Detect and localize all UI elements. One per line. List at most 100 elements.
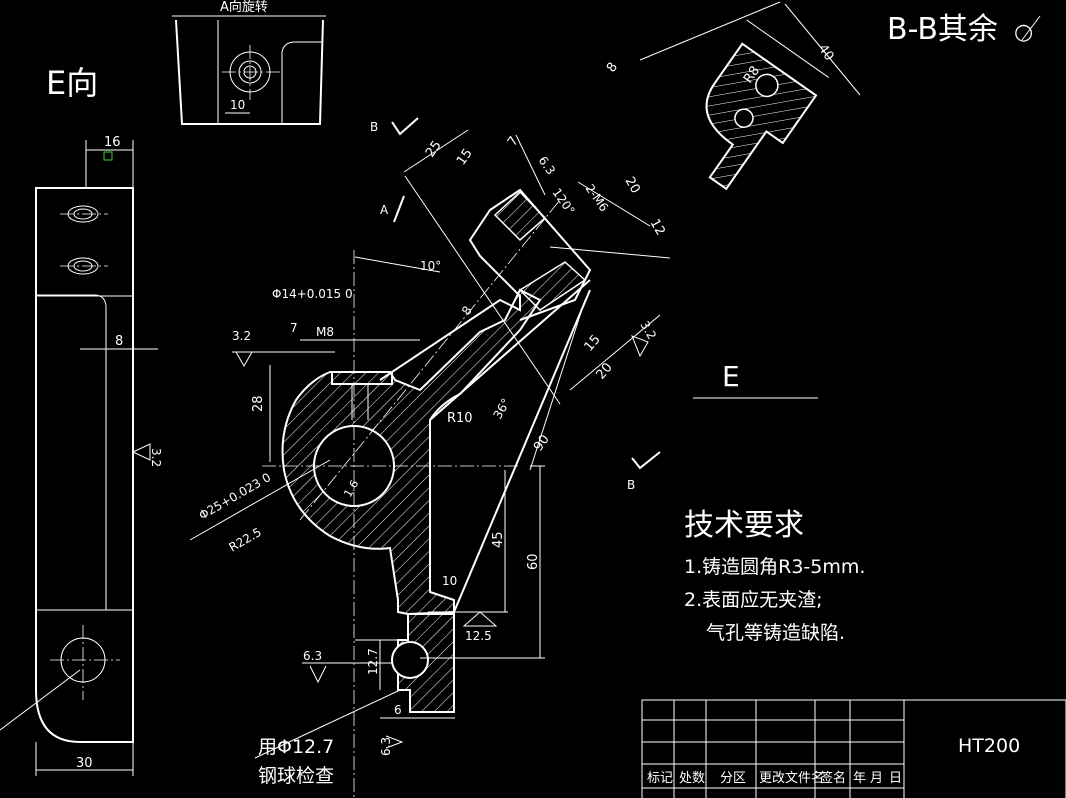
dim-120: 120° bbox=[550, 186, 578, 218]
a-view-outline bbox=[175, 19, 324, 125]
dim-12: 12 bbox=[647, 217, 668, 239]
section-title: B-B其余 bbox=[887, 12, 998, 47]
title-block: HT200 标记 处数 分区 更改文件名 签名 年 月 日 bbox=[641, 699, 1066, 798]
dim-15: 15 bbox=[454, 146, 476, 168]
ball-note-line1: 用Φ12.7 bbox=[258, 736, 334, 758]
dim-line bbox=[189, 459, 331, 541]
arm-head-hatch bbox=[518, 261, 587, 311]
section-hole bbox=[755, 73, 779, 98]
dim-10deg: 10° bbox=[420, 259, 441, 273]
dim-45: 45 bbox=[491, 531, 506, 548]
dim-8: 8 bbox=[115, 334, 123, 349]
arm-edge bbox=[429, 279, 591, 421]
roughness-tick bbox=[1021, 15, 1041, 41]
dim-10b: 10 bbox=[442, 574, 457, 588]
dim-36: 36° bbox=[490, 396, 513, 421]
dim-20-top: 20 bbox=[622, 175, 643, 197]
ball-note-line2: 钢球检查 bbox=[258, 765, 334, 787]
leader bbox=[254, 689, 401, 759]
tb-header: 签名 bbox=[820, 770, 846, 786]
view-arrow-line bbox=[393, 195, 405, 223]
tech-req-title: 技术要求 bbox=[684, 508, 804, 543]
dim-phi14: Φ14+0.015 0 bbox=[272, 287, 353, 301]
section-hole bbox=[734, 108, 754, 128]
tb-header: 处数 bbox=[679, 771, 705, 786]
dim-6-3-b: 6.3 bbox=[379, 737, 393, 756]
dim-line bbox=[639, 1, 781, 61]
e-view: E向 16 8 3.2 30 bbox=[0, 64, 163, 776]
dim-3-2-b: 3.2 bbox=[637, 319, 659, 343]
tapped-hole bbox=[351, 384, 369, 420]
section-hatch bbox=[705, 42, 818, 191]
e-view-inner-step bbox=[36, 294, 133, 611]
arm-edge bbox=[453, 289, 591, 613]
roughness-symbol bbox=[131, 443, 151, 461]
dim-20b: 20 bbox=[594, 360, 616, 382]
dim-r10: R10 bbox=[447, 411, 473, 426]
centerline bbox=[299, 199, 561, 521]
title-block-frame bbox=[641, 699, 1066, 798]
a-view-title: A向旋转 bbox=[220, 0, 268, 15]
dim-6: 6 bbox=[394, 703, 402, 717]
tb-header: 标记 bbox=[647, 771, 673, 786]
tech-req-item3: 气孔等铸造缺陷. bbox=[706, 622, 845, 644]
dim-60: 60 bbox=[526, 553, 541, 570]
tb-header: 更改文件名 bbox=[759, 770, 824, 786]
dim-7b: 7 bbox=[290, 321, 298, 335]
dim-16: 16 bbox=[104, 135, 121, 150]
leader bbox=[0, 669, 81, 731]
dim-7: 7 bbox=[505, 134, 522, 149]
section-mark-b: B bbox=[370, 120, 378, 134]
a-view-line bbox=[281, 41, 323, 124]
tech-req-item2: 2.表面应无夹渣; bbox=[684, 589, 823, 611]
tb-header: 日 bbox=[889, 771, 902, 786]
dim-30: 30 bbox=[76, 756, 93, 771]
body-section bbox=[281, 288, 542, 616]
dim-6-3-top: 6.3 bbox=[536, 154, 558, 178]
dim-15b: 15 bbox=[582, 332, 604, 354]
dim-m8: M8 bbox=[316, 325, 334, 339]
tech-req-item1: 1.铸造圆角R3-5mm. bbox=[684, 556, 865, 578]
material: HT200 bbox=[958, 735, 1020, 757]
section-b-b: B-B其余 ○ 8 40 R8 bbox=[604, 1, 1041, 191]
tb-header: 分区 bbox=[720, 771, 746, 786]
dim-12-7: 12.7 bbox=[366, 648, 380, 675]
a-view: A向旋转 10 bbox=[172, 0, 326, 125]
view-arrow-a: A bbox=[380, 203, 389, 217]
roughness-symbol bbox=[235, 351, 253, 368]
check-ball bbox=[391, 641, 429, 679]
tb-header: 月 bbox=[870, 771, 883, 786]
roughness-3-2: 3.2 bbox=[149, 448, 163, 467]
e-view-label-group: E bbox=[693, 360, 818, 399]
dim-90: 90 bbox=[531, 432, 553, 454]
dim-28: 28 bbox=[251, 395, 266, 412]
e-view-title: E向 bbox=[46, 64, 98, 102]
dim-a-10: 10 bbox=[230, 98, 245, 112]
roughness-symbol bbox=[462, 611, 498, 627]
dim-line bbox=[569, 314, 661, 391]
snap-marker bbox=[103, 151, 113, 161]
dim-12-5: 12.5 bbox=[465, 629, 492, 643]
e-view-outline bbox=[35, 187, 134, 743]
dim-line bbox=[404, 175, 561, 405]
roughness-symbol bbox=[631, 335, 649, 358]
dim-line bbox=[549, 246, 671, 259]
arm-head-hatch bbox=[493, 190, 547, 242]
tech-requirements: 技术要求 1.铸造圆角R3-5mm. 2.表面应无夹渣; 气孔等铸造缺陷. bbox=[684, 508, 865, 644]
roughness-symbol bbox=[309, 665, 327, 684]
sec-dim-8: 8 bbox=[604, 60, 621, 75]
boss bbox=[331, 372, 393, 385]
section-mark-b2: B bbox=[627, 478, 635, 492]
section-arrow bbox=[391, 117, 419, 136]
dim-r22-5: R22.5 bbox=[227, 525, 264, 555]
e-view-label: E bbox=[722, 360, 740, 393]
roughness-symbol bbox=[385, 735, 404, 749]
dim-6-3-a: 6.3 bbox=[303, 649, 322, 663]
tb-header: 年 bbox=[853, 771, 866, 786]
dim-3-2-a: 3.2 bbox=[232, 329, 251, 343]
dim-line bbox=[403, 129, 469, 173]
main-view: B B A bbox=[189, 117, 671, 798]
section-arrow bbox=[631, 451, 661, 470]
svg-text:○: ○ bbox=[1014, 20, 1033, 45]
